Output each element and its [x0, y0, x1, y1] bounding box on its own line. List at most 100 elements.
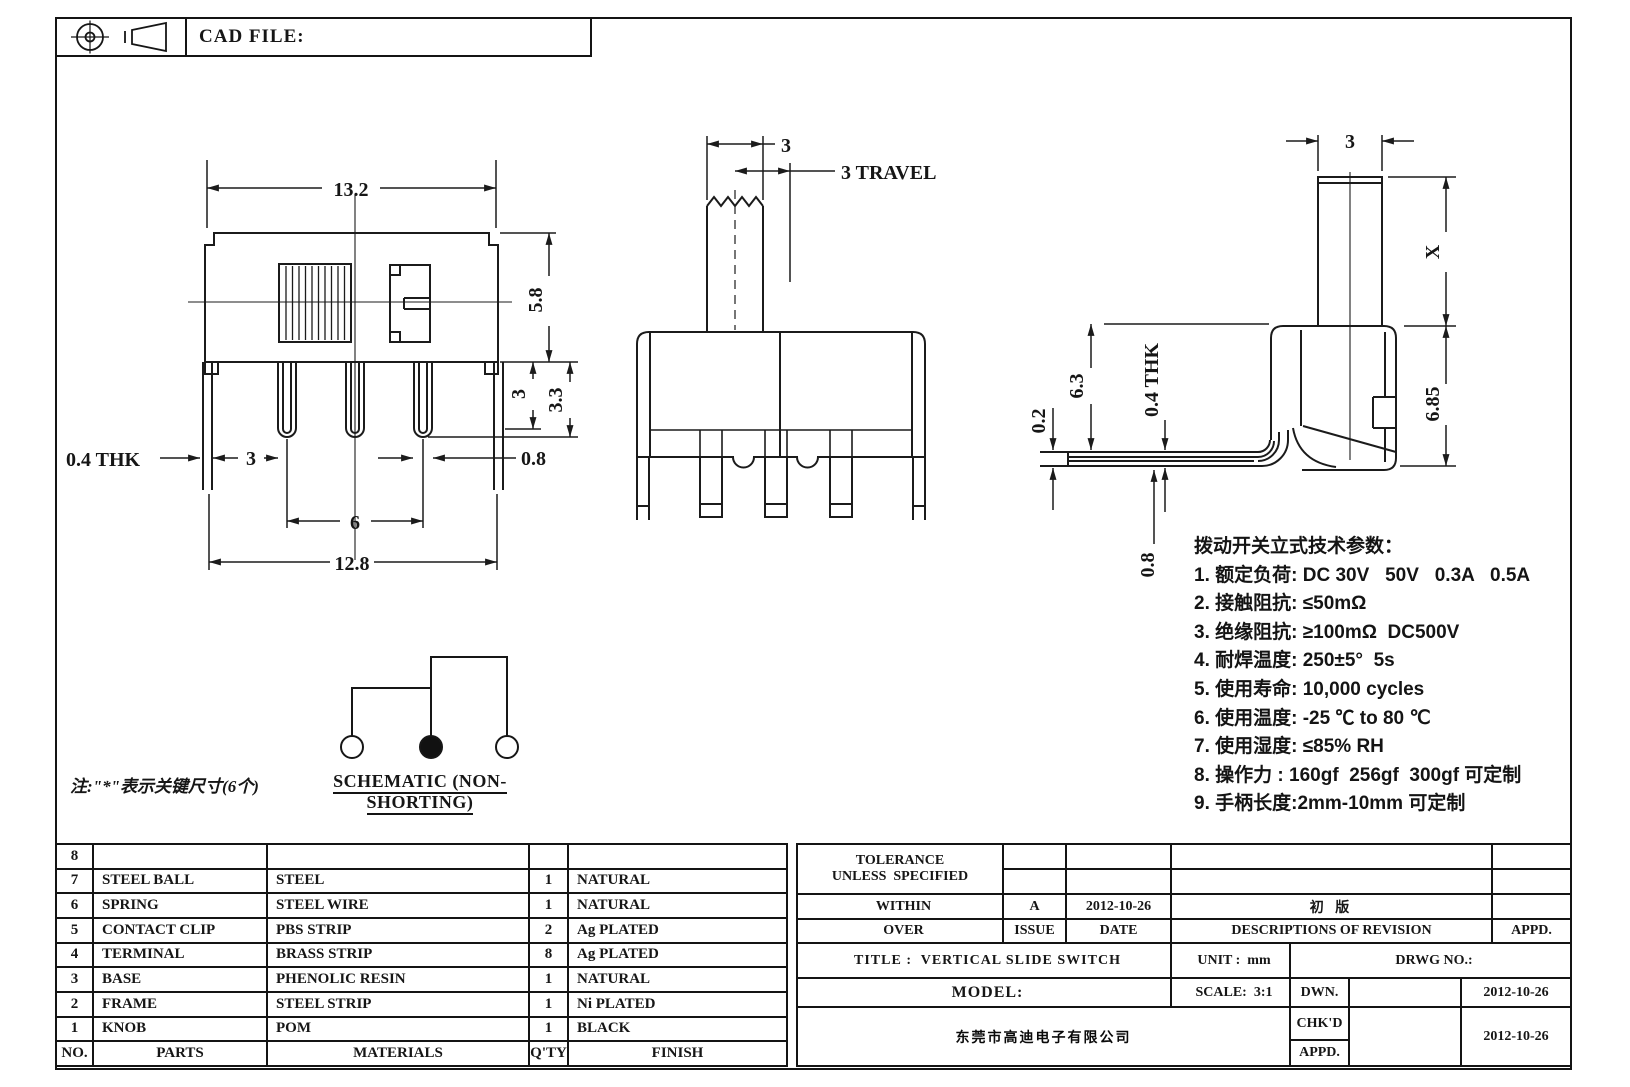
tolerance-cell: TOLERANCE UNLESS SPECIFIED: [798, 845, 1002, 893]
cell-part: CONTACT CLIP: [94, 918, 266, 942]
cell-qty: 1: [530, 1017, 567, 1041]
dim-label: 3: [1345, 131, 1355, 153]
spec-item: 9. 手柄长度:2mm-10mm 可定制: [1194, 793, 1466, 815]
drawing-title: TITLE : VERTICAL SLIDE SWITCH: [798, 944, 1170, 977]
cell-part: STEEL BALL: [94, 869, 266, 893]
side-view-labels: 3 3 TRAVEL: [781, 135, 936, 184]
round-pin-3: [413, 362, 433, 438]
cell-no: 4: [57, 943, 92, 967]
header-parts: PARTS: [94, 1042, 266, 1065]
bent-terminal: [1040, 451, 1262, 467]
dim-label: 3.3: [545, 388, 567, 413]
spec-item: 8. 操作力 : 160gf 256gf 300gf 可定制: [1194, 764, 1522, 786]
profile-view: [1040, 172, 1397, 471]
sheet-border: [55, 17, 1572, 1070]
cell-finish: [569, 845, 786, 868]
cell-part: KNOB: [94, 1017, 266, 1041]
cell-no: 5: [57, 918, 92, 942]
handle-shaft: [706, 206, 764, 332]
revision-description: 初 版: [1172, 895, 1491, 918]
date-label: DATE: [1067, 920, 1170, 942]
dim-label: 5.8: [525, 288, 547, 313]
issue-value: A: [1004, 895, 1065, 918]
dim-label: 0.8: [521, 448, 546, 470]
within-label: WITHIN: [798, 895, 1002, 918]
dim-label: 0.4 THK: [66, 449, 141, 471]
projection-symbol-cell: [57, 19, 187, 55]
dwn-date: 2012-10-26: [1462, 979, 1570, 1006]
issue-label: ISSUE: [1004, 920, 1065, 942]
cell-qty: 1: [530, 968, 567, 991]
dwn-label: DWN.: [1291, 979, 1348, 1006]
cell-material: PBS STRIP: [268, 918, 528, 942]
cell-part: SPRING: [94, 894, 266, 917]
terminal-open-right: [495, 735, 519, 759]
spec-item: 5. 使用寿命: 10,000 cycles: [1194, 678, 1425, 700]
cell-material: POM: [268, 1017, 528, 1041]
spec-item: 7. 使用湿度: ≤85% RH: [1194, 736, 1384, 758]
parts-table: 8 7 STEEL BALL STEEL 1 NATURAL 6 SPRING …: [55, 843, 788, 1067]
technical-specs: 拨动开关立式技术参数： 1. 额定负荷: DC 30V 50V 0.3A 0.5…: [1194, 533, 1594, 819]
unit-label: UNIT : mm: [1172, 944, 1289, 977]
cell-finish: Ag PLATED: [569, 943, 786, 967]
schematic-caption: SCHEMATIC (NON-SHORTING): [298, 771, 542, 815]
empty-cell: [1493, 870, 1570, 893]
header-qty: Q'TY: [530, 1042, 567, 1065]
handle-shaft-profile: [1317, 176, 1383, 326]
front-view-dimensions: [160, 160, 578, 570]
dim-label: X: [1422, 244, 1444, 259]
dim-label: 0.2: [1028, 409, 1050, 434]
dim-label: 3: [781, 135, 791, 157]
spec-item: 4. 耐焊温度: 250±5° 5s: [1194, 650, 1395, 672]
dim-label: 0.4 THK: [1141, 343, 1163, 418]
spec-item: 2. 接触阻抗: ≤50mΩ: [1194, 593, 1367, 615]
terminal-open-left: [340, 735, 364, 759]
key-dimension-note: 注:"*"表示关键尺寸(6个): [70, 777, 259, 796]
cell-part: TERMINAL: [94, 943, 266, 967]
model-label: MODEL:: [798, 979, 1170, 1006]
cad-file-label: CAD FILE:: [199, 26, 305, 47]
header-materials: MATERIALS: [268, 1042, 528, 1065]
empty-cell: [1004, 870, 1065, 893]
cell-part: BASE: [94, 968, 266, 991]
schematic-caption-text: SCHEMATIC (NON-SHORTING): [333, 771, 507, 815]
cell-material: STEEL STRIP: [268, 992, 528, 1016]
dim-label: 6.3: [1066, 374, 1088, 399]
drwg-no-label: DRWG NO.:: [1291, 944, 1570, 977]
header-no: NO.: [57, 1042, 92, 1065]
front-view-labels: 13.2 5.8 3 3.3 0.4 THK 3 0.8 6 12.8: [66, 179, 567, 575]
side-tab: [1372, 396, 1396, 429]
empty-cell: [1172, 870, 1491, 893]
cell-no: 8: [57, 845, 92, 868]
dim-label: 3 TRAVEL: [841, 162, 936, 184]
dim-label: 3: [508, 389, 530, 399]
cell-material: [268, 845, 528, 868]
header-finish: FINISH: [569, 1042, 786, 1065]
spec-item: 6. 使用温度: -25 ℃ to 80 ℃: [1194, 707, 1431, 729]
dim-label: 3: [246, 448, 256, 470]
cell-qty: 1: [530, 869, 567, 893]
dim-label: 0.8: [1137, 553, 1159, 578]
flat-pins: [202, 362, 504, 490]
cell-no: 7: [57, 869, 92, 893]
centerlines: [188, 195, 512, 560]
cell-material: STEEL WIRE: [268, 894, 528, 917]
cell-no: 1: [57, 1017, 92, 1041]
appd2-label: APPD.: [1291, 1041, 1348, 1065]
side-pin-2: [764, 457, 788, 518]
side-legs: [636, 457, 926, 520]
profile-view-dimensions: [1049, 135, 1456, 544]
round-pin-1: [277, 362, 297, 438]
chkd-label: CHK'D: [1291, 1008, 1348, 1039]
cell-qty: 1: [530, 894, 567, 917]
revision-date: 2012-10-26: [1067, 895, 1170, 918]
cell-part: FRAME: [94, 992, 266, 1016]
profile-view-labels: 3 X 6.85 6.3 0.2 0.4 THK 0.8: [1028, 131, 1444, 578]
cell-part: [94, 845, 266, 868]
cell-finish: NATURAL: [569, 869, 786, 893]
third-angle-projection-icon: [71, 20, 167, 54]
specs-title: 拨动开关立式技术参数：: [1194, 536, 1404, 557]
empty-cell: [1493, 895, 1570, 918]
scale-label: SCALE: 3:1: [1172, 979, 1289, 1006]
